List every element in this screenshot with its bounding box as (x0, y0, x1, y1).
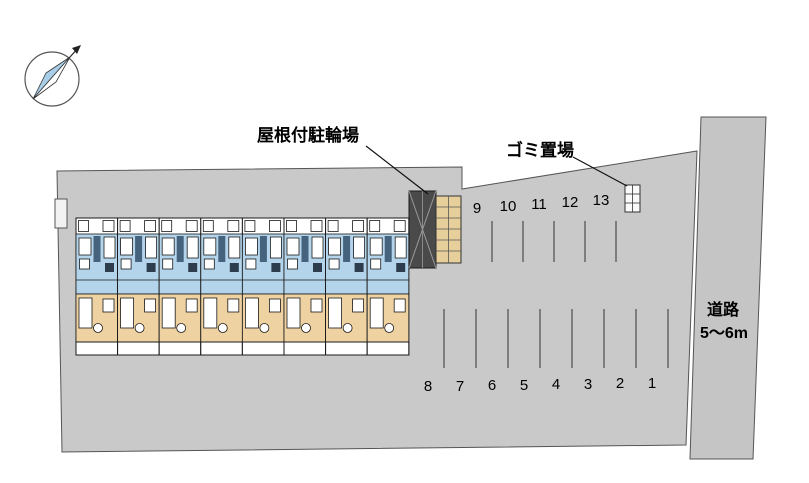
bicycle-shed (408, 190, 437, 269)
building-unit (283, 217, 327, 356)
bicycle-parking-label: 屋根付駐輪場 (257, 125, 359, 145)
building-unit (241, 217, 285, 356)
parking-number: 7 (456, 378, 464, 395)
parking-numbers-top: 9 10 11 12 13 (473, 192, 610, 217)
parking-stall-lines-bottom (443, 309, 669, 368)
parking-stall-lines-top (491, 221, 617, 262)
parking-number: 12 (562, 194, 579, 211)
road-label-line2: 5〜6m (700, 325, 748, 342)
parking-number: 8 (424, 378, 432, 395)
parking-number: 1 (648, 375, 656, 392)
parking-number: 3 (584, 376, 592, 393)
building-unit (366, 217, 410, 356)
parking-number: 5 (520, 377, 528, 394)
left-boundary-marker (54, 198, 68, 229)
compass-north-arrow-icon (24, 45, 81, 107)
bicycle-rack (435, 195, 462, 264)
parking-number: 9 (473, 200, 481, 217)
bicycle-parking-leader-line (365, 145, 429, 195)
parking-number: 4 (552, 376, 560, 393)
building-unit (117, 217, 160, 356)
road-strip (689, 116, 767, 460)
apartment-building (75, 217, 410, 356)
parking-number: 13 (593, 192, 610, 209)
building-unit (158, 217, 202, 356)
parking-number: 11 (531, 196, 547, 213)
parking-number: 6 (488, 377, 496, 394)
building-unit (325, 217, 368, 356)
road-label-line1: 道路 (707, 300, 740, 319)
parking-number: 10 (500, 198, 517, 215)
garbage-leader-line (572, 156, 628, 187)
building-unit (200, 217, 243, 356)
parking-numbers-bottom: 8 7 6 5 4 3 2 1 (424, 375, 656, 395)
garbage-label: ゴミ置場 (506, 140, 574, 160)
garbage-box (624, 184, 641, 213)
building-unit (75, 217, 119, 356)
parking-number: 2 (616, 375, 624, 392)
